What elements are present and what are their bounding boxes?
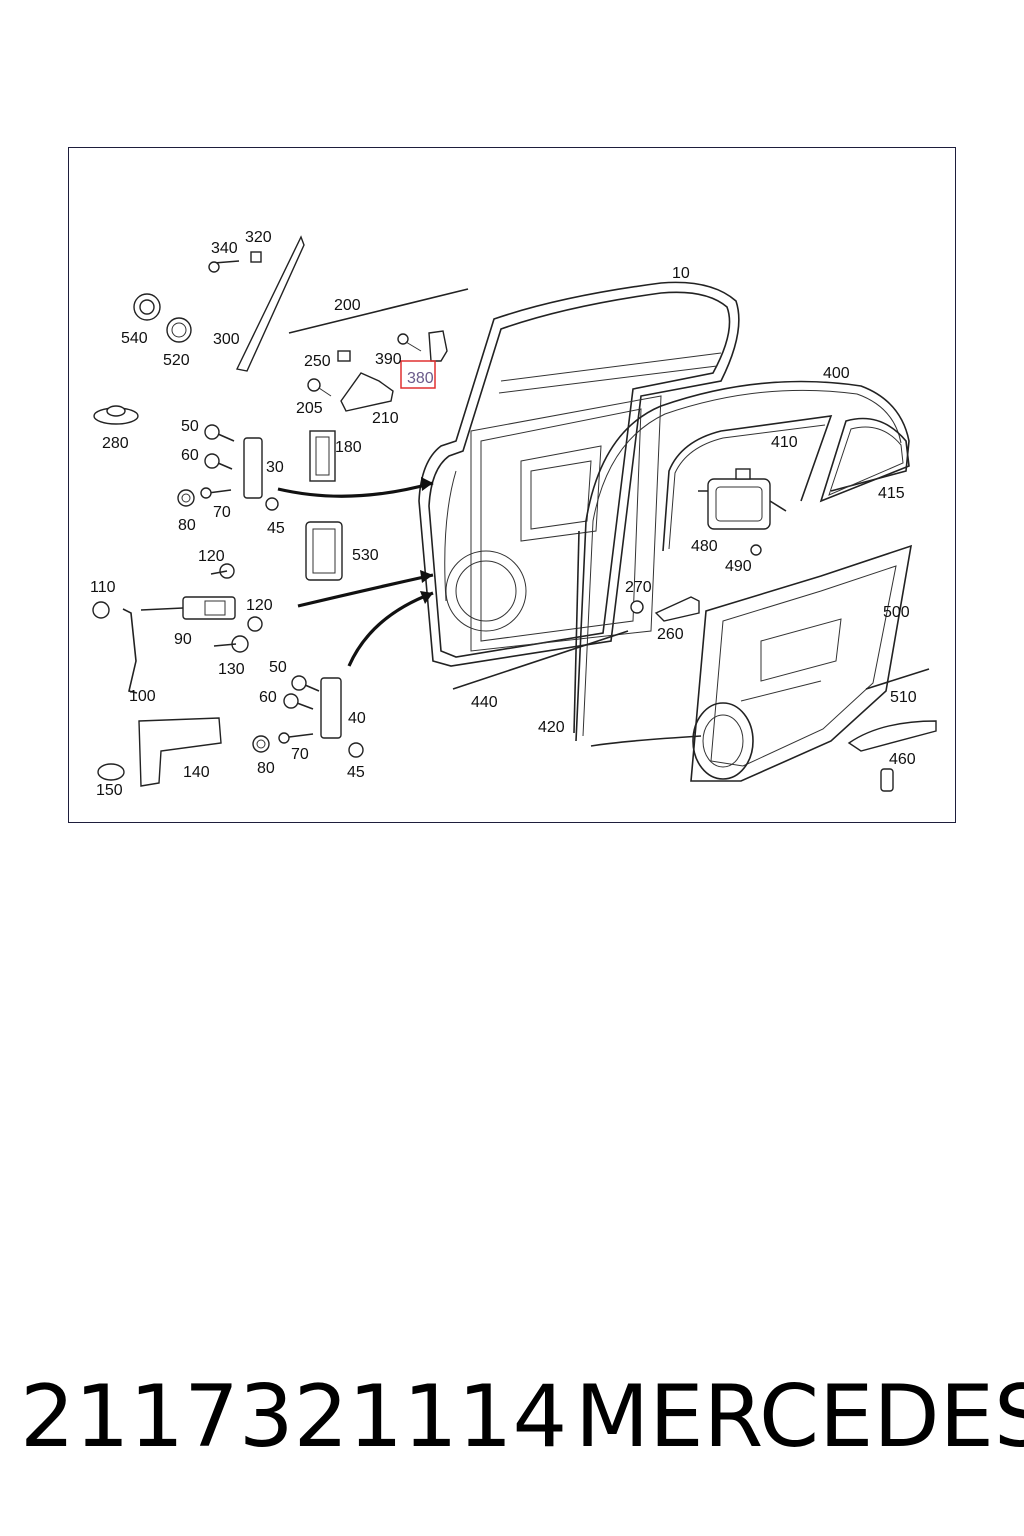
callout-460: 460: [889, 751, 916, 768]
callout-300: 300: [213, 331, 240, 348]
callout-270: 270: [625, 579, 652, 596]
callout-180: 180: [335, 439, 362, 456]
callout-70: 70: [291, 746, 309, 763]
callout-540: 540: [121, 330, 148, 347]
callout-120: 120: [198, 548, 225, 565]
callout-410: 410: [771, 434, 798, 451]
callout-480: 480: [691, 538, 718, 555]
callout-415: 415: [878, 485, 905, 502]
callout-210: 210: [372, 410, 399, 427]
callout-30: 30: [266, 459, 284, 476]
callout-40: 40: [348, 710, 366, 727]
callout-100: 100: [129, 688, 156, 705]
callout-labels: 10 30 40 45 45 50 50 60 60 70 70 80 80 9…: [90, 229, 917, 799]
callout-420: 420: [538, 719, 565, 736]
window-regulator-motor: [698, 468, 787, 530]
callout-50: 50: [181, 418, 199, 435]
small-parts: [92, 251, 937, 792]
callout-340: 340: [211, 240, 238, 257]
callout-390: 390: [375, 351, 402, 368]
caption-bar: 2117321114 MERCEDES: [0, 1362, 1024, 1472]
callout-110: 110: [90, 579, 116, 596]
callout-150: 150: [96, 782, 123, 799]
callout-70: 70: [213, 504, 231, 521]
part-number: 2117321114: [20, 1367, 568, 1467]
callout-140: 140: [183, 764, 210, 781]
callout-60: 60: [259, 689, 277, 706]
callout-130: 130: [218, 661, 245, 678]
callout-120: 120: [246, 597, 273, 614]
window-frame-gasket: [575, 380, 910, 747]
callout-530: 530: [352, 547, 379, 564]
callout-400: 400: [823, 365, 850, 382]
callout-50: 50: [269, 659, 287, 676]
callout-500: 500: [883, 604, 910, 621]
highlight-box-380: [400, 360, 436, 389]
callout-250: 250: [304, 353, 331, 370]
door-shell: [418, 281, 740, 667]
callout-60: 60: [181, 447, 199, 464]
callout-10: 10: [672, 265, 690, 282]
callout-80: 80: [257, 760, 275, 777]
parts-diagram-frame: 10 30 40 45 45 50 50 60 60 70 70 80 80 9…: [68, 147, 956, 823]
door-glass: [819, 417, 910, 503]
callout-260: 260: [657, 626, 684, 643]
callout-200: 200: [334, 297, 361, 314]
callout-90: 90: [174, 631, 192, 648]
callout-490: 490: [725, 558, 752, 575]
callout-320: 320: [245, 229, 272, 246]
callout-45: 45: [267, 520, 285, 537]
callout-45: 45: [347, 764, 365, 781]
trim-strips: [288, 288, 930, 734]
callout-205: 205: [296, 400, 323, 417]
callout-280: 280: [102, 435, 129, 452]
callout-80: 80: [178, 517, 196, 534]
door-trim-panel: [690, 544, 913, 782]
pillar-trim: [235, 235, 305, 372]
assembly-arrows: [277, 477, 434, 667]
brand-name: MERCEDES: [575, 1367, 1024, 1467]
rear-door-exploded-diagram: 10 30 40 45 45 50 50 60 60 70 70 80 80 9…: [90, 229, 937, 799]
callout-440: 440: [471, 694, 498, 711]
callout-510: 510: [890, 689, 917, 706]
callout-520: 520: [163, 352, 190, 369]
window-channel: [662, 415, 833, 552]
callout-380: 380: [407, 370, 434, 387]
